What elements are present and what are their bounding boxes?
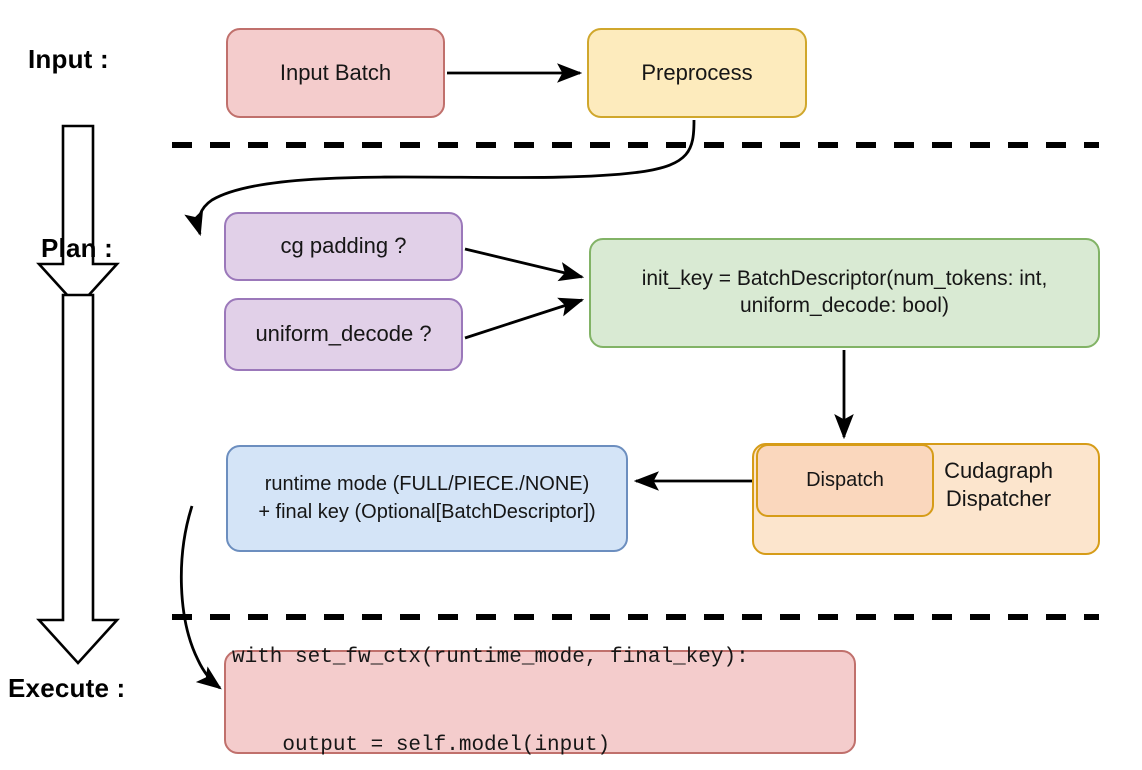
node-runtime-mode-line1: runtime mode (FULL/PIECE./NONE) (264, 472, 590, 495)
node-init-key-line2: uniform_decode: bool) (740, 294, 949, 317)
node-init-key-text: init_key = BatchDescriptor(num_tokens: i… (642, 266, 1048, 320)
node-cudagraph-dispatcher-line1: Cudagraph (944, 458, 1053, 483)
node-init-key-line1: init_key = BatchDescriptor(num_tokens: i… (641, 267, 1048, 291)
stage-label-input: Input : (28, 44, 109, 74)
stage-label-execute: Execute : (8, 673, 126, 703)
node-dispatch[interactable]: Dispatch (756, 444, 934, 517)
node-cg-padding[interactable]: cg padding ? (224, 212, 463, 281)
node-code-block[interactable]: with set_fw_ctx(runtime_mode, final_key)… (224, 646, 856, 757)
node-runtime-mode-line2: + final key (Optional[BatchDescriptor]) (258, 500, 596, 523)
node-code-block-line1: with set_fw_ctx(runtime_mode, final_key)… (232, 646, 749, 670)
edge-runtime-mode-to-code-block (179, 505, 222, 690)
node-runtime-mode[interactable]: runtime mode (FULL/PIECE./NONE) + final … (226, 445, 628, 552)
node-preprocess[interactable]: Preprocess (587, 28, 807, 118)
node-dispatch-label: Dispatch (806, 468, 884, 491)
node-uniform-decode-label: uniform_decode ? (255, 321, 432, 347)
node-code-block-line2: output = self.model(input) (232, 734, 611, 758)
node-code-block-text: with set_fw_ctx(runtime_mode, final_key)… (232, 584, 749, 770)
edge-cg-padding-to-init-key (464, 247, 585, 282)
node-preprocess-label: Preprocess (641, 59, 753, 85)
node-cudagraph-dispatcher-text: Cudagraph Dispatcher (921, 457, 1076, 513)
edge-uniform-decode-to-init-key (464, 297, 585, 340)
stage-arrow-input-to-plan (36, 124, 120, 309)
stage-arrow-plan-to-execute (36, 293, 120, 665)
node-cudagraph-dispatcher-line2: Dispatcher (945, 486, 1052, 512)
stage-label-plan: Plan : (41, 233, 113, 263)
node-input-batch[interactable]: Input Batch (226, 28, 445, 118)
node-init-key[interactable]: init_key = BatchDescriptor(num_tokens: i… (589, 238, 1100, 348)
node-input-batch-label: Input Batch (279, 59, 392, 85)
node-uniform-decode[interactable]: uniform_decode ? (224, 298, 463, 371)
node-cg-padding-label: cg padding ? (280, 233, 407, 259)
edge-preprocess-to-cg-padding (184, 119, 696, 237)
